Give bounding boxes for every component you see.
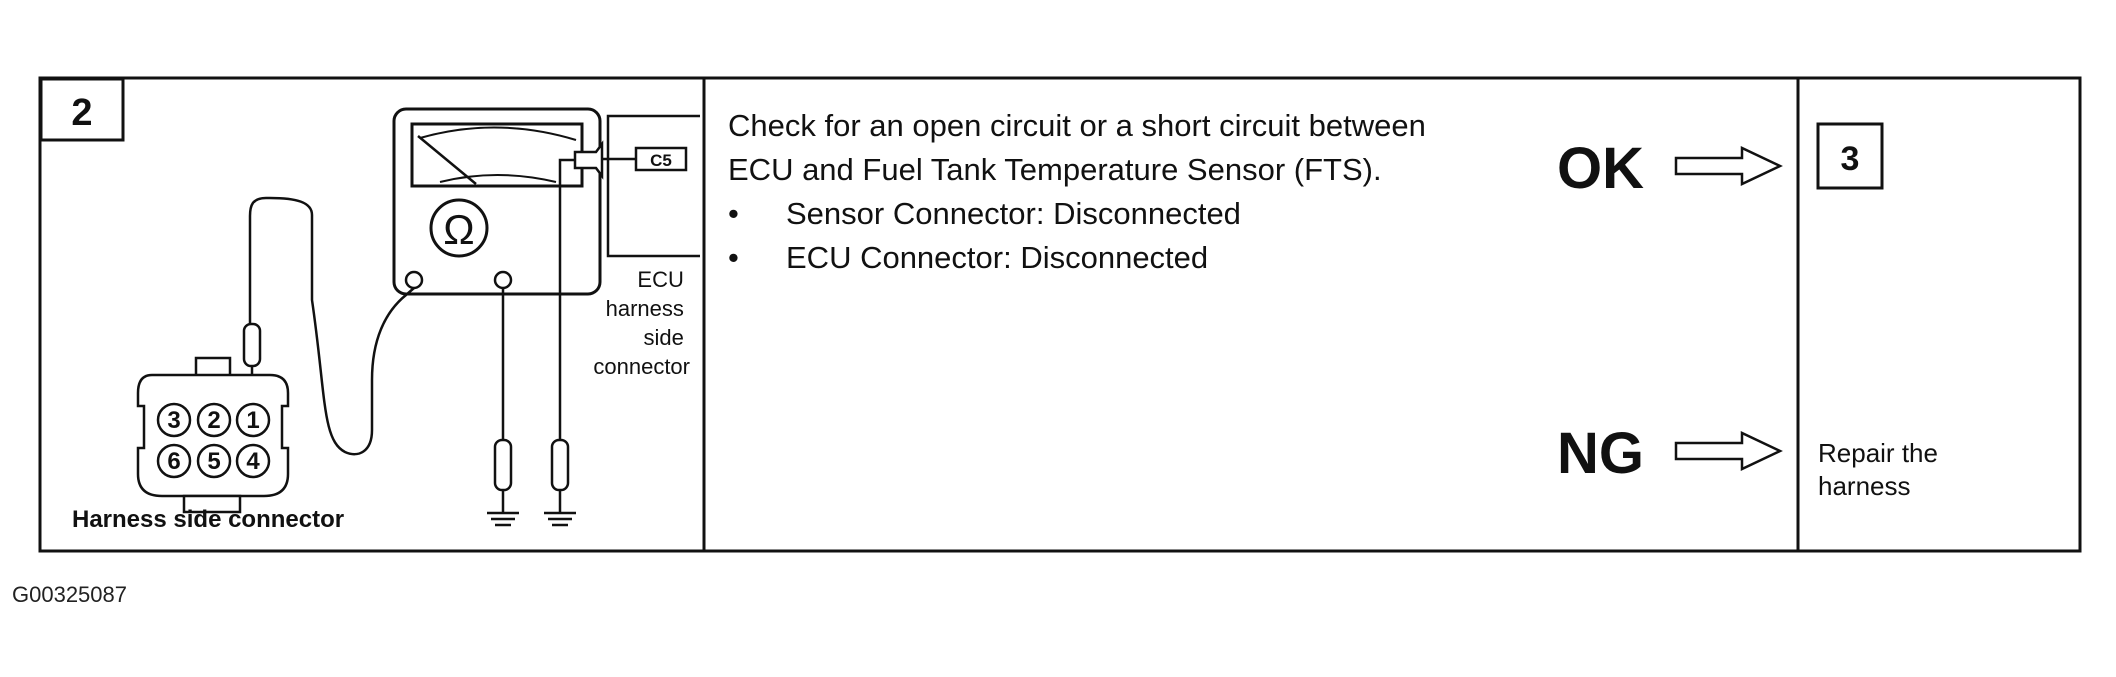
harness-side-connector-label: Harness side connector bbox=[72, 506, 344, 533]
connector-pins bbox=[156, 402, 271, 479]
pin-number: 3 bbox=[167, 407, 180, 434]
meter-test-leads bbox=[248, 158, 575, 456]
procedure-table-frame bbox=[38, 76, 2082, 553]
instruction-bullet: Sensor Connector: Disconnected bbox=[728, 192, 1428, 236]
figure-id: G00325087 bbox=[12, 582, 127, 607]
step-number: 2 bbox=[71, 92, 92, 134]
instruction-bullet-list: Sensor Connector: Disconnected ECU Conne… bbox=[728, 192, 1428, 280]
ecu-connector-code: C5 bbox=[650, 151, 672, 170]
ng-result-label: NG bbox=[1557, 421, 1644, 486]
ecu-harness-side-connector-label: ECU harness side connector bbox=[593, 267, 690, 379]
instruction-bullet: ECU Connector: Disconnected bbox=[728, 236, 1428, 280]
connector-pin-numbers: 3 2 1 6 5 4 bbox=[167, 407, 260, 475]
pin-number: 6 bbox=[167, 448, 180, 475]
next-step-box bbox=[1816, 122, 1884, 190]
ok-result-label: OK bbox=[1557, 136, 1644, 201]
ok-arrow-icon bbox=[1674, 146, 1783, 186]
ng-arrow-icon bbox=[1674, 431, 1783, 471]
instruction-block: Check for an open circuit or a short cir… bbox=[728, 104, 1428, 280]
next-step-number: 3 bbox=[1841, 140, 1860, 178]
ecu-connector-tag: C5 bbox=[602, 146, 688, 172]
pin-number: 4 bbox=[246, 448, 260, 475]
ng-action-text: Repair the harness bbox=[1818, 438, 1945, 501]
ohmmeter: Ω bbox=[392, 107, 602, 296]
instruction-main-text: Check for an open circuit or a short cir… bbox=[728, 108, 1426, 187]
ecu-connector-bracket bbox=[573, 114, 700, 258]
ground-probe-right bbox=[544, 438, 576, 527]
ohm-icon: Ω bbox=[443, 206, 474, 253]
pin-number: 5 bbox=[207, 448, 220, 475]
pin-number: 2 bbox=[207, 407, 220, 434]
pin-number: 1 bbox=[246, 407, 259, 434]
ground-probe-left bbox=[487, 438, 519, 527]
step-number-box: 2 bbox=[39, 77, 125, 142]
